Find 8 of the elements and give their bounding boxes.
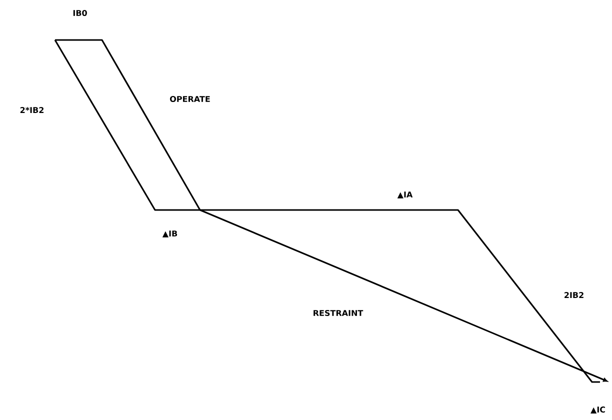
point-label: ▲IB: [162, 230, 178, 238]
slope-label: 2IB2: [564, 292, 584, 298]
slope-label: 2*IB2: [20, 107, 44, 113]
point-label: ▲IA: [397, 192, 413, 198]
region-label: OPERATE: [170, 96, 210, 102]
point-label: IB0: [73, 10, 87, 16]
point-label: ▲IC: [590, 406, 605, 414]
curve-label: RESTRAINT: [314, 310, 364, 316]
